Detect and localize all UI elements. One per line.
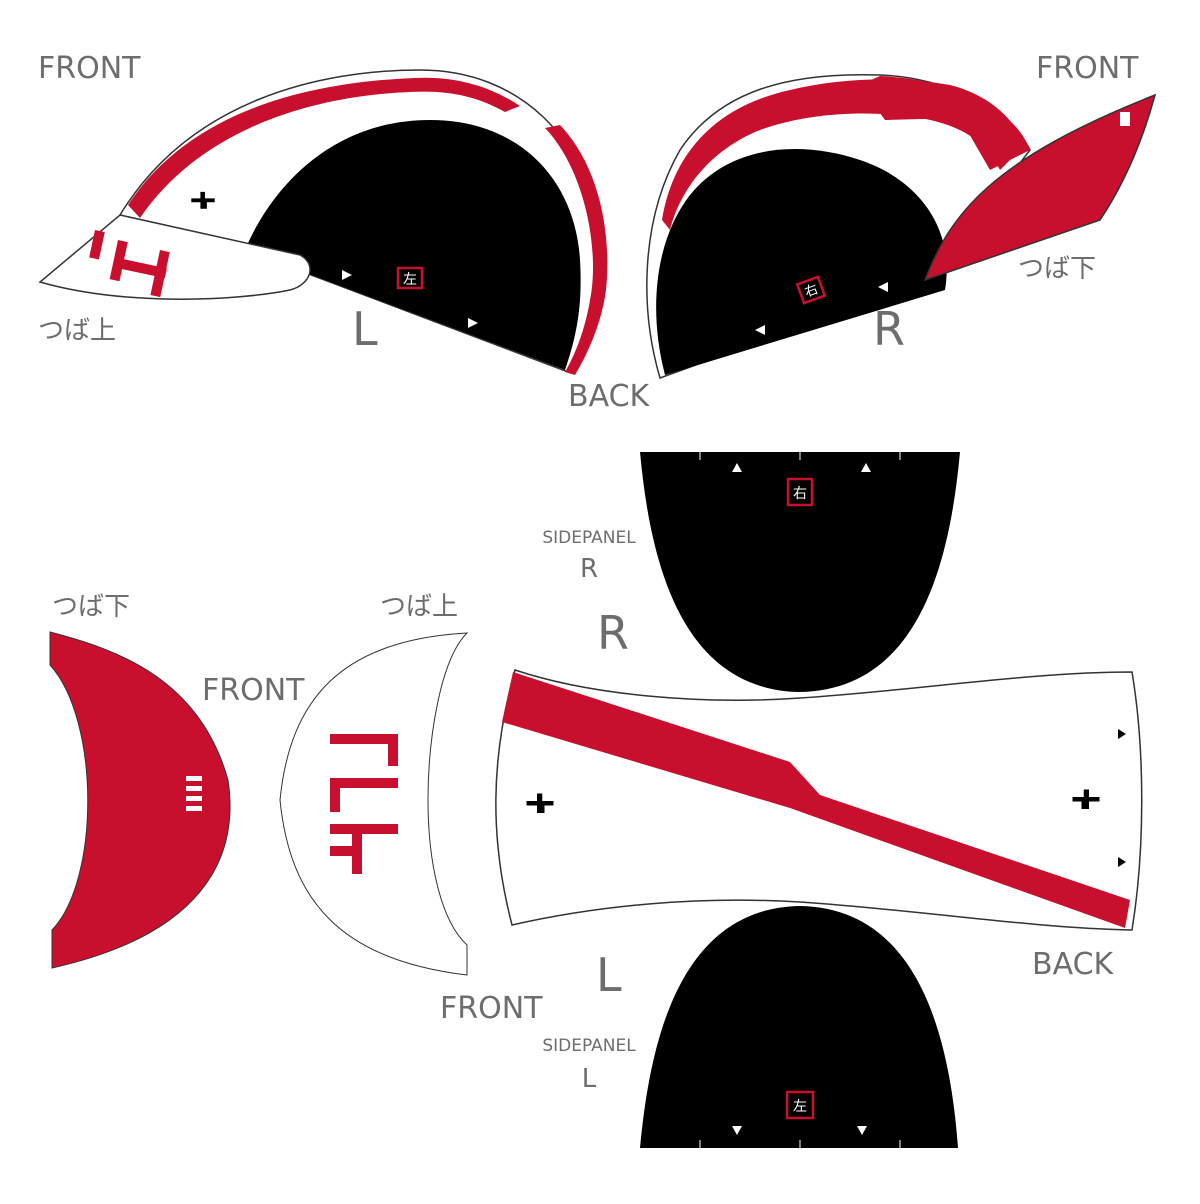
label-front-top-left: FRONT (38, 51, 141, 86)
label-sidepanel-r-title: SIDEPANEL (542, 528, 636, 548)
main-panel-flat (495, 669, 1143, 931)
cap-left-visor-logo (89, 230, 170, 298)
label-visor-under: つば下 (1018, 254, 1097, 284)
cap-right-view: 右 (646, 73, 1157, 379)
triangle-notch-icon (755, 325, 765, 335)
svg-text:右: 右 (793, 486, 807, 502)
sidepanel-r-flat: 右 (640, 452, 960, 692)
triangle-notch-icon (732, 1126, 742, 1135)
svg-text:左: 左 (403, 272, 417, 288)
label-back-top: BACK (568, 379, 650, 414)
triangle-notch-icon (1118, 857, 1126, 867)
label-front-flat-lower: FRONT (440, 991, 543, 1026)
triangle-notch-icon (732, 463, 742, 472)
cap-left-visor (38, 214, 311, 300)
label-front-flat-upper: FRONT (202, 673, 305, 708)
label-panel-r: R (597, 606, 629, 660)
label-panel-l: L (596, 948, 622, 1002)
triangle-notch-icon (857, 1126, 867, 1135)
triangle-notch-icon (1118, 729, 1126, 739)
triangle-notch-icon (342, 270, 352, 280)
cap-left-red-stripe-top (128, 77, 520, 218)
bracket-logo-icon: 左 (396, 266, 424, 290)
label-sidepanel-r-side: R (579, 554, 599, 584)
triangle-notch-icon (468, 318, 478, 328)
label-back-flat: BACK (1032, 947, 1114, 982)
sidepanel-r-shape (640, 452, 960, 692)
sidepanel-l-shape (640, 906, 958, 1148)
bracket-logo-icon: 右 (795, 275, 827, 305)
cap-left-red-stripe-back (545, 125, 608, 375)
visor-top-logo (330, 734, 398, 874)
cap-right-visor (923, 93, 1157, 282)
label-visor-under-flat: つば下 (52, 592, 131, 622)
sidepanel-l-flat: 左 (640, 906, 958, 1148)
label-side-r: R (873, 302, 905, 356)
cap-left-black-side (245, 120, 581, 370)
main-panel-red-stripe (502, 672, 1130, 928)
label-visor-top: つば上 (38, 316, 117, 346)
triangle-notch-icon (878, 282, 888, 292)
cap-right-black-side (656, 149, 947, 375)
visor-top-flat (279, 632, 469, 976)
bracket-logo-icon: 左 (785, 1090, 815, 1120)
label-sidepanel-l-title: SIDEPANEL (542, 1036, 636, 1056)
label-visor-top-flat: つば上 (380, 592, 459, 622)
svg-text:左: 左 (793, 1099, 807, 1115)
label-sidepanel-l-side: L (581, 1064, 597, 1094)
visor-under-logo (186, 776, 202, 811)
label-front-top-right: FRONT (1036, 51, 1139, 86)
cap-left-view: 左 (38, 69, 608, 375)
visor-small-logo (1120, 112, 1130, 126)
triangle-notch-icon (861, 463, 871, 472)
visor-under-shape (49, 631, 231, 969)
visor-under-flat (49, 631, 231, 969)
svg-text:右: 右 (803, 282, 820, 301)
visor-top-shape (279, 632, 469, 976)
label-side-l: L (352, 302, 378, 356)
cap-right-red-band (860, 76, 1030, 170)
bracket-logo-icon: 右 (786, 477, 814, 507)
